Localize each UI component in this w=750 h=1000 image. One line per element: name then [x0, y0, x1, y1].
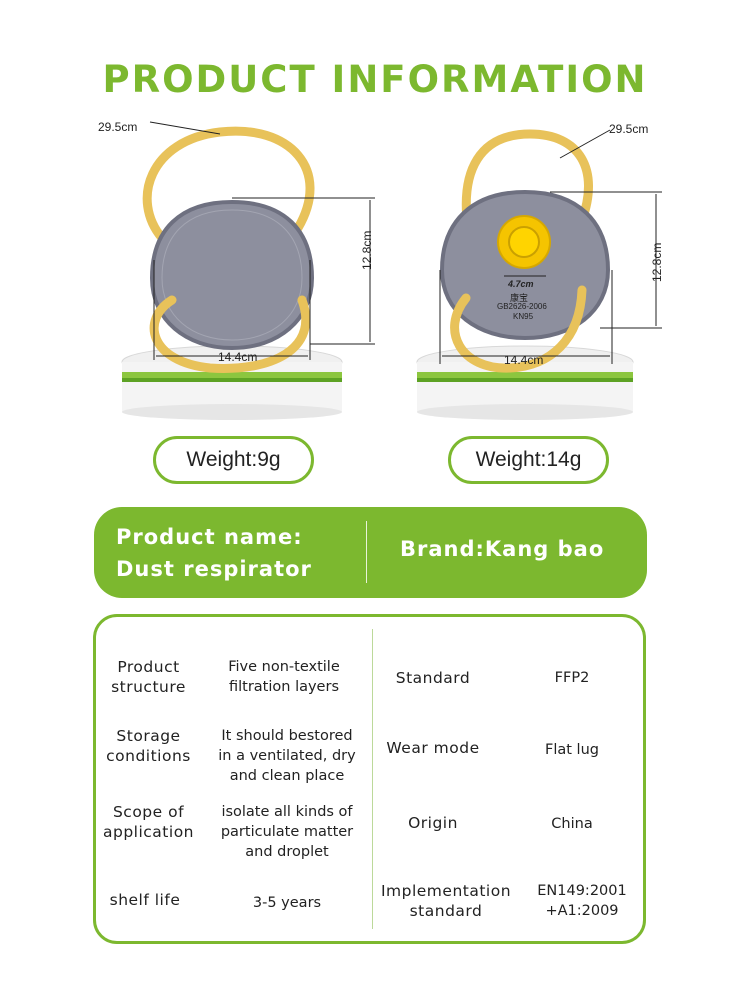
- product-name-line: Dust respirator: [116, 557, 312, 581]
- strap-length-label: 29.5cm: [609, 122, 649, 136]
- spec-key: Implementation standard: [380, 882, 512, 920]
- spec-key: Origin: [408, 814, 458, 832]
- spec-key: Wear mode: [386, 739, 480, 757]
- spec-key: Storage conditions: [106, 727, 191, 765]
- height-label: 12.8cm: [650, 242, 664, 282]
- spec-key: Standard: [395, 669, 471, 687]
- width-label: 14.4cm: [218, 350, 258, 364]
- spec-value: Flat lug: [545, 742, 599, 758]
- height-label: 12.8cm: [360, 230, 374, 270]
- product-image-mask-with-valve: 29.5cm 12.8cm 14.4cm 4.7cm 康宝 GB2626-200…: [400, 110, 720, 420]
- spec-key: Product structure: [111, 658, 186, 696]
- product-banner: Product name: Dust respirator Brand:Kang…: [94, 507, 647, 598]
- product-image-mask-without-valve: 29.5cm 12.8cm 14.4cm: [70, 110, 390, 420]
- product-name: Product name: Dust respirator: [116, 521, 312, 585]
- width-label: 14.4cm: [504, 353, 544, 367]
- weight-badge: Weight:14g: [448, 436, 609, 484]
- spec-value: EN149:2001 +A1:2009: [537, 883, 627, 919]
- weight-badge: Weight:9g: [153, 436, 314, 484]
- spec-value: It should bestored in a ventilated, dry …: [218, 728, 356, 784]
- column-divider: [372, 629, 373, 929]
- mask-print-brand: 康宝: [510, 293, 529, 303]
- banner-divider: [366, 521, 367, 583]
- spec-key: Scope of application: [103, 803, 194, 841]
- spec-value: 3-5 years: [252, 895, 322, 911]
- spec-table: Product structure Five non-textile filtr…: [93, 614, 646, 944]
- spec-value: isolate all kinds of particulate matter …: [220, 804, 354, 860]
- strap-length-label: 29.5cm: [98, 120, 138, 134]
- page-title: PRODUCT INFORMATION: [102, 58, 648, 101]
- mask-print-standard: GB2626-2006: [497, 302, 547, 311]
- spec-value: Five non-textile filtration layers: [228, 659, 340, 695]
- spec-value: China: [551, 816, 593, 832]
- product-name-line: Product name:: [116, 525, 303, 549]
- mask-print-grade: KN95: [513, 312, 534, 321]
- spec-value: FFP2: [554, 670, 590, 686]
- valve-width-label: 4.7cm: [508, 279, 534, 289]
- brand-name: Brand:Kang bao: [400, 537, 605, 561]
- spec-key: shelf life: [109, 891, 181, 909]
